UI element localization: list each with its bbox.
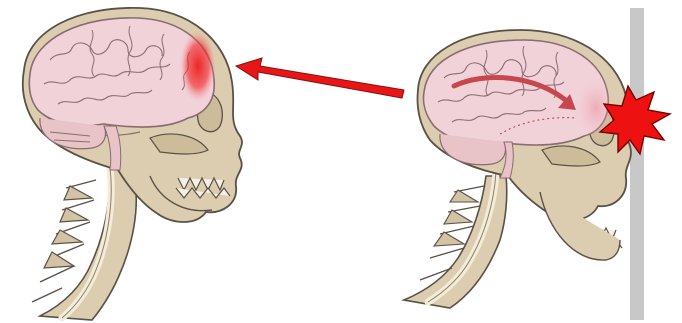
left-cervical-spine — [32, 168, 136, 320]
left-head-panel — [23, 8, 242, 320]
direction-arrow — [236, 58, 404, 98]
right-head-panel — [404, 8, 670, 320]
right-cervical-spine — [404, 172, 507, 308]
frontal-contusion — [180, 30, 216, 102]
wall — [630, 8, 644, 320]
